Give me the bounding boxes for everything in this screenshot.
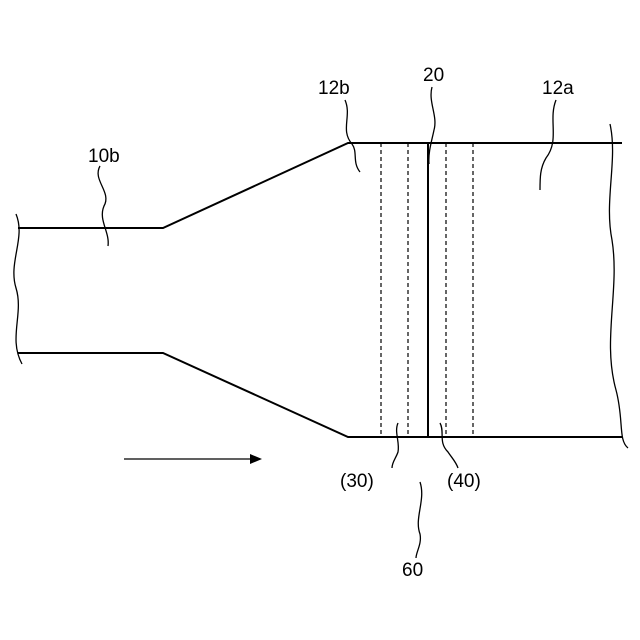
label-12a: 12a — [542, 78, 574, 99]
label-20: 20 — [423, 65, 444, 86]
label-12b: 12b — [318, 78, 350, 99]
right-break-line — [609, 124, 628, 448]
label-30: (30) — [340, 471, 374, 492]
label-60: 60 — [402, 560, 423, 581]
label-40: (40) — [447, 471, 481, 492]
lower-wall — [18, 353, 622, 437]
leader-20 — [429, 87, 435, 164]
leader-30 — [392, 423, 398, 468]
leader-60 — [416, 482, 422, 558]
leader-12a — [540, 100, 556, 190]
leader-10b — [98, 166, 108, 246]
left-break-line — [14, 214, 22, 364]
label-10b: 10b — [88, 146, 120, 167]
leader-40 — [440, 423, 458, 468]
leader-12b — [345, 100, 360, 172]
